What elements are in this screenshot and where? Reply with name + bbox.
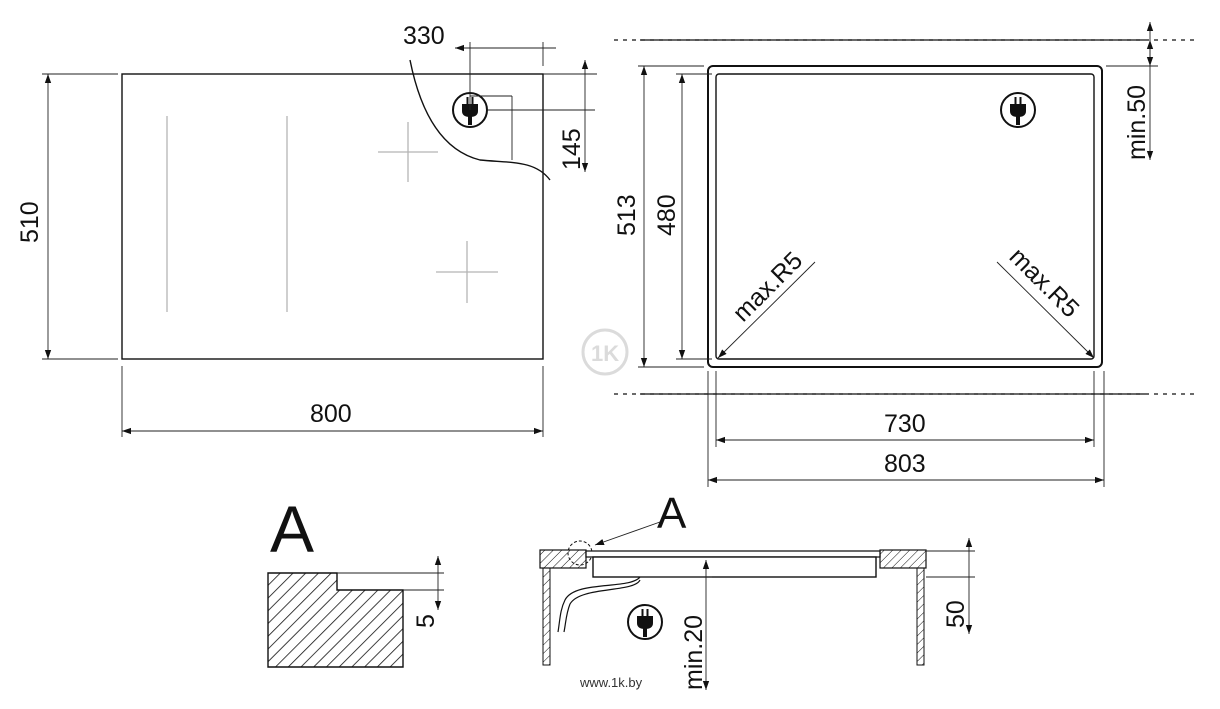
- cable-break-curve: [409, 59, 551, 181]
- cabinet-right: [916, 567, 925, 666]
- hob-outline: [121, 73, 544, 360]
- dim-513-label: 513: [613, 194, 641, 236]
- power-cable: [557, 576, 641, 633]
- dim-510-label: 510: [16, 201, 44, 243]
- watermark: 1K: [581, 328, 629, 376]
- hob-body: [592, 556, 877, 578]
- dim-5-label: 5: [412, 614, 440, 628]
- detail-a-view: A 5: [267, 492, 444, 668]
- cutout-outer: [707, 65, 1103, 368]
- dim-145-label: 145: [558, 128, 586, 170]
- dim-730-label: 730: [884, 410, 926, 438]
- power-plug-icon: [627, 604, 663, 640]
- dim-803-label: 803: [884, 450, 926, 478]
- radius-left-label: max.R5: [727, 247, 808, 328]
- watermark-url: www.1k.by: [579, 675, 643, 690]
- detail-a-small-label: A: [657, 489, 687, 538]
- detail-a-big-label: A: [270, 492, 314, 566]
- dim-min50-label: min.50: [1123, 85, 1151, 160]
- worktop-section-hatched: [267, 572, 404, 668]
- dim-min20-label: min.20: [680, 615, 708, 690]
- dim-800-label: 800: [310, 400, 352, 428]
- zone-cross-lower: [436, 241, 498, 303]
- dim-50-label: 50: [942, 600, 970, 628]
- dim-330-label: 330: [403, 22, 445, 50]
- worktop-left: [539, 549, 587, 569]
- side-section-view: A min.20 50: [539, 489, 975, 690]
- cutout-view: 513 480 min.50 max.R5 max.R5 730 803: [613, 22, 1198, 487]
- cabinet-left: [542, 567, 551, 666]
- watermark-logo: [581, 328, 629, 376]
- watermark-logo-text: 1K: [591, 341, 619, 366]
- hob-glass: [585, 550, 881, 558]
- radius-left-leader: [717, 261, 816, 359]
- zone-cross-upper: [378, 122, 438, 182]
- worktop-right: [879, 549, 927, 569]
- hob-top-view: 330 145 510 800: [16, 22, 597, 437]
- cutout-inner: [715, 73, 1095, 360]
- dim-480-label: 480: [653, 194, 681, 236]
- radius-right-label: max.R5: [1004, 242, 1085, 323]
- power-plug-icon: [1000, 92, 1036, 128]
- radius-right-leader: [996, 261, 1095, 359]
